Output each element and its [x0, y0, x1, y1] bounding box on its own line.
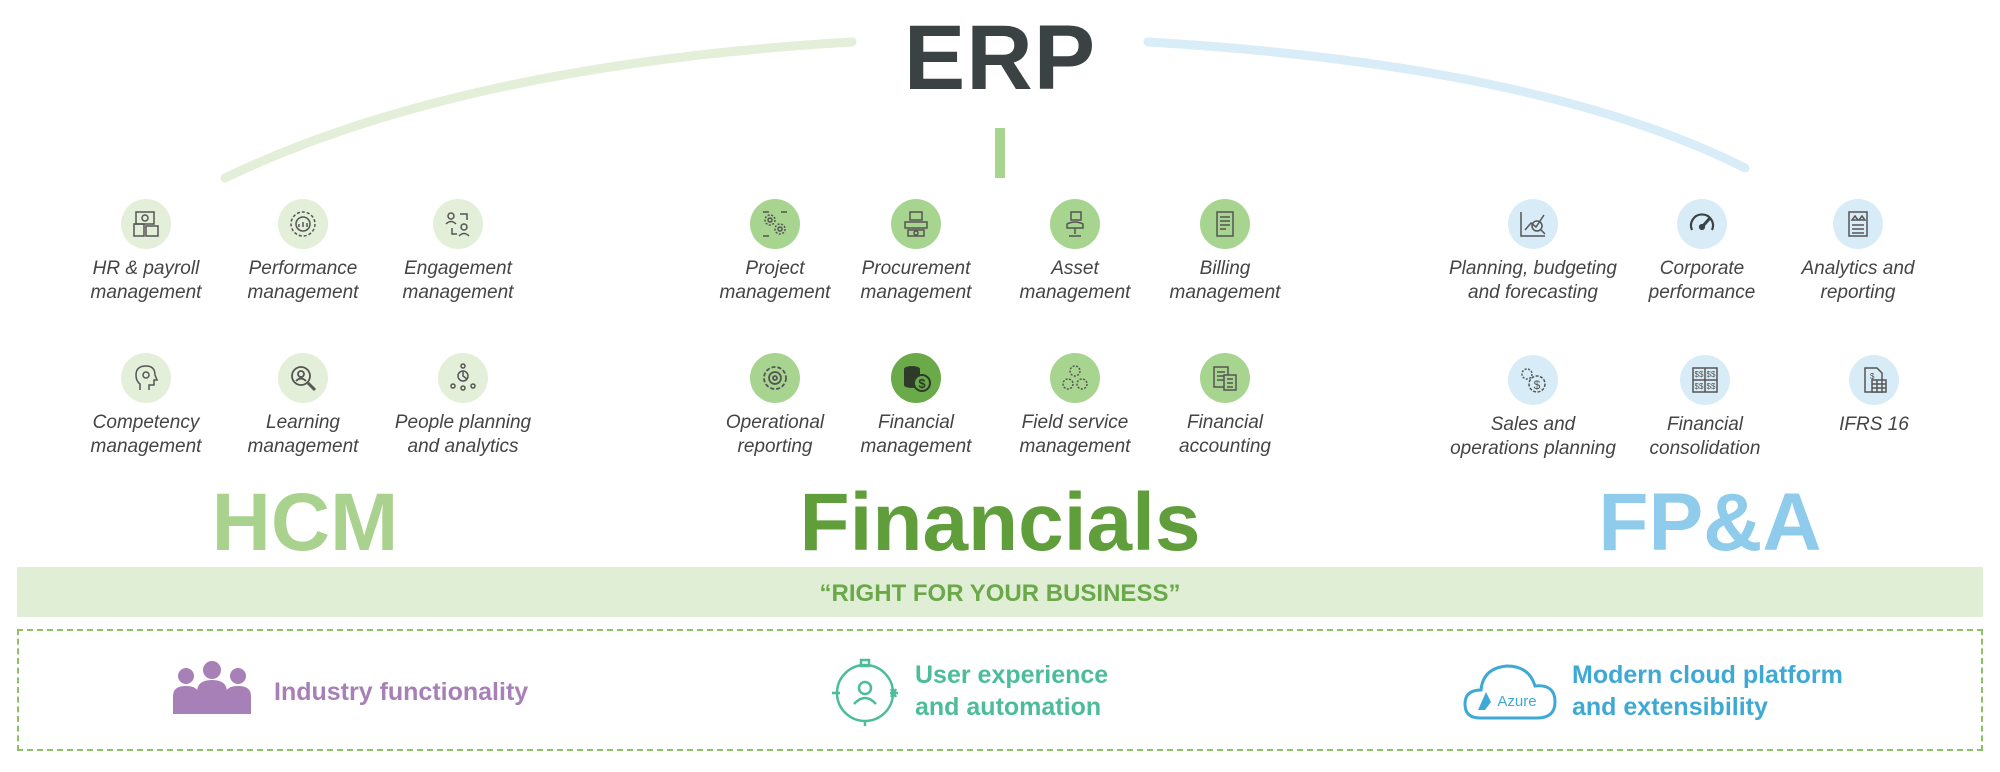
module-label: Asset management [1019, 258, 1131, 303]
project-gears-icon [750, 199, 800, 249]
module-label: HR & payroll management [90, 258, 202, 303]
performance-gear-icon [278, 199, 328, 249]
feature-user-experience: User experience and automation [915, 661, 1109, 721]
payroll-icon [121, 199, 171, 249]
engagement-people-icon [433, 199, 483, 249]
feature-industry-functionality: Industry functionality [274, 678, 529, 706]
module-analytics-reporting[interactable]: Analytics and reporting [1763, 199, 1953, 305]
ifrs-document-icon: $ [1849, 355, 1899, 405]
operational-gear-icon [750, 353, 800, 403]
module-competency[interactable]: Competency management [51, 353, 241, 459]
sales-gears-dollar-icon: $ [1508, 355, 1558, 405]
module-project[interactable]: Project management [680, 199, 870, 305]
module-corporate-performance[interactable]: Corporate performance [1607, 199, 1797, 305]
module-people-planning[interactable]: People planning and analytics [368, 353, 558, 459]
module-label: Financial management [860, 412, 972, 457]
svg-text:$$: $$ [1695, 382, 1704, 391]
module-ifrs16[interactable]: $ IFRS 16 [1779, 355, 1969, 437]
module-planning-budgeting[interactable]: Planning, budgeting and forecasting [1436, 199, 1630, 305]
svg-text:$: $ [1534, 378, 1541, 392]
feature-cloud-platform: Modern cloud platform and extensibility [1572, 661, 1843, 721]
module-label: Procurement management [860, 258, 972, 303]
svg-text:$: $ [918, 376, 926, 391]
module-label: Analytics and reporting [1801, 258, 1915, 303]
module-label: Corporate performance [1648, 258, 1756, 303]
module-label: People planning and analytics [394, 412, 532, 457]
module-hr-payroll[interactable]: HR & payroll management [51, 199, 241, 305]
azure-label: Azure [1497, 693, 1536, 710]
coins-dollar-icon: $ [891, 353, 941, 403]
tagline: “RIGHT FOR YOUR BUSINESS” [819, 580, 1181, 607]
module-label: Planning, budgeting and forecasting [1449, 258, 1617, 303]
module-label: Project management [719, 258, 831, 303]
tagline-band: “RIGHT FOR YOUR BUSINESS” [17, 567, 1983, 617]
analytics-report-icon [1833, 199, 1883, 249]
billing-document-icon [1200, 199, 1250, 249]
section-title-fpa: FP&A [1598, 477, 1822, 568]
module-label: Competency management [90, 412, 202, 457]
erp-arcs [220, 37, 1750, 183]
module-label: Learning management [247, 412, 359, 457]
erp-title: ERP [903, 7, 1097, 109]
module-financial-consolidation[interactable]: $$$$$$$$ Financial consolidation [1610, 355, 1800, 461]
user-target-icon [832, 658, 898, 726]
module-operational-reporting[interactable]: Operational reporting [680, 353, 870, 459]
procurement-icon [891, 199, 941, 249]
asset-icon [1050, 199, 1100, 249]
module-label: IFRS 16 [1839, 414, 1909, 435]
section-title-hcm: HCM [211, 477, 399, 568]
module-label: Sales and operations planning [1450, 414, 1616, 459]
section-title-financials: Financials [799, 477, 1201, 568]
azure-cloud-icon: Azure [1463, 664, 1557, 720]
module-label: Operational reporting [725, 412, 825, 457]
consolidation-icon: $$$$$$$$ [1680, 355, 1730, 405]
svg-text:$: $ [1870, 372, 1875, 381]
svg-text:$$: $$ [1695, 370, 1704, 379]
svg-text:$$: $$ [1707, 370, 1716, 379]
module-field-service[interactable]: Field service management [980, 353, 1170, 459]
features-box [17, 629, 1983, 751]
svg-text:$$: $$ [1707, 382, 1716, 391]
module-performance[interactable]: Performance management [208, 199, 398, 305]
module-label: Field service management [1019, 412, 1131, 457]
planning-chart-icon [1508, 199, 1558, 249]
module-learning[interactable]: Learning management [208, 353, 398, 459]
module-engagement[interactable]: Engagement management [363, 199, 553, 305]
module-financial-accounting[interactable]: Financial accounting [1130, 353, 1320, 459]
module-label: Engagement management [402, 258, 514, 303]
module-sales-operations[interactable]: $ Sales and operations planning [1436, 355, 1630, 461]
module-label: Performance management [247, 258, 359, 303]
people-planning-icon [438, 353, 488, 403]
learning-search-icon [278, 353, 328, 403]
module-label: Financial consolidation [1649, 414, 1761, 459]
people-group-icon [173, 661, 251, 714]
accounting-calculator-icon [1200, 353, 1250, 403]
module-financial-management[interactable]: $ Financial management [821, 353, 1011, 459]
module-label: Financial accounting [1179, 412, 1271, 457]
field-service-gears-icon [1050, 353, 1100, 403]
module-label: Billing management [1169, 258, 1281, 303]
module-billing[interactable]: Billing management [1130, 199, 1320, 305]
module-asset[interactable]: Asset management [980, 199, 1170, 305]
competency-head-icon [121, 353, 171, 403]
module-procurement[interactable]: Procurement management [821, 199, 1011, 305]
speedometer-icon [1677, 199, 1727, 249]
